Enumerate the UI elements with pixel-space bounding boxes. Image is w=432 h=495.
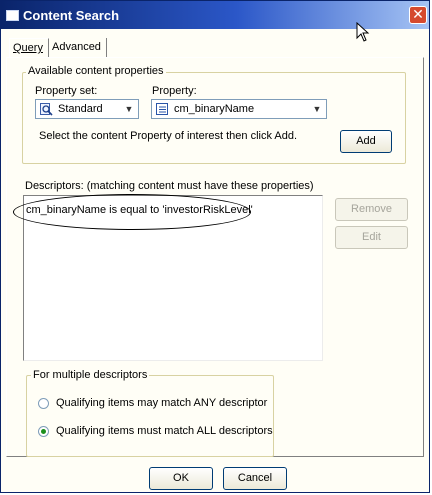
window-title: Content Search [23, 8, 120, 23]
property-set-dropdown[interactable]: Standard ▼ [35, 99, 139, 119]
property-value: cm_binaryName [174, 103, 255, 115]
close-button[interactable]: ✕ [409, 6, 427, 24]
tab-advanced[interactable]: Advanced [49, 38, 107, 57]
tab-advanced-label: Advanced [52, 41, 101, 53]
title-bar[interactable]: Content Search ✕ [1, 1, 429, 29]
chevron-down-icon[interactable]: ▼ [312, 104, 322, 114]
descriptors-label: Descriptors: (matching content must have… [25, 180, 314, 192]
mouse-cursor-icon [356, 22, 370, 42]
multiple-descriptors-label: For multiple descriptors [31, 369, 150, 381]
add-button[interactable]: Add [340, 130, 392, 153]
property-icon [156, 103, 168, 115]
close-icon: ✕ [412, 6, 424, 22]
cancel-button[interactable]: Cancel [223, 467, 287, 490]
property-set-value: Standard [58, 103, 103, 115]
match-any-radio[interactable] [38, 398, 49, 409]
available-properties-group [22, 72, 406, 164]
tab-query[interactable]: Query [9, 38, 49, 57]
remove-button[interactable]: Remove [335, 198, 408, 221]
chevron-down-icon[interactable]: ▼ [124, 104, 134, 114]
search-magnifier-icon [40, 103, 53, 116]
property-dropdown[interactable]: cm_binaryName ▼ [151, 99, 327, 119]
property-set-label: Property set: [35, 85, 98, 97]
window-icon [6, 10, 19, 21]
match-any-label: Qualifying items may match ANY descripto… [56, 397, 268, 409]
highlight-ellipse [13, 194, 251, 230]
match-all-radio[interactable] [38, 426, 49, 437]
match-all-label: Qualifying items must match ALL descript… [56, 425, 273, 437]
instruction-text: Select the content Property of interest … [39, 130, 298, 142]
available-properties-label: Available content properties [26, 65, 166, 77]
edit-button[interactable]: Edit [335, 226, 408, 249]
ok-button[interactable]: OK [149, 467, 213, 490]
tab-query-label: Query [13, 42, 43, 54]
multiple-descriptors-group [26, 375, 274, 457]
property-label: Property: [152, 85, 197, 97]
